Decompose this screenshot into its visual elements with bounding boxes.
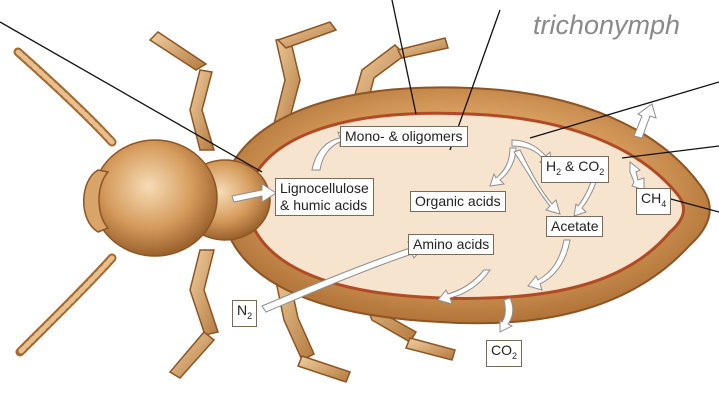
- label-amino-acids-text: Amino acids: [413, 236, 489, 252]
- label-lignocellulose-line1: Lignocellulose: [280, 180, 369, 197]
- label-mono-oligomers: Mono- & oligomers: [340, 126, 468, 147]
- label-co2-bottom-text: CO: [491, 342, 512, 358]
- label-acetate-text: Acetate: [551, 218, 598, 234]
- label-ch4-text: CH: [641, 190, 661, 206]
- antenna-upper: [18, 52, 112, 142]
- label-acetate: Acetate: [546, 216, 603, 237]
- antenna-lower: [20, 258, 112, 352]
- label-n2-text: N: [237, 302, 247, 318]
- label-co2-bottom-sub: 2: [512, 351, 517, 361]
- termite-head: [93, 140, 217, 256]
- label-mono-oligomers-text: Mono- & oligomers: [345, 128, 463, 144]
- label-lignocellulose: Lignocellulose & humic acids: [275, 178, 374, 216]
- label-organic-acids: Organic acids: [410, 191, 506, 212]
- label-co2-sub: 2: [599, 167, 604, 177]
- label-h2-text: H: [546, 158, 556, 174]
- label-co2-text: & CO: [561, 158, 599, 174]
- label-lignocellulose-line2: & humic acids: [280, 197, 369, 214]
- label-ch4: CH4: [636, 188, 671, 215]
- label-organic-acids-text: Organic acids: [415, 193, 501, 209]
- label-co2: CO2: [486, 340, 522, 367]
- label-n2-sub: 2: [247, 311, 252, 321]
- caption-trichonymph: trichonymph: [533, 10, 680, 41]
- label-ch4-sub: 4: [661, 199, 666, 209]
- label-n2: N2: [232, 300, 257, 327]
- label-amino-acids: Amino acids: [408, 234, 494, 255]
- label-h2-co2: H2 & CO2: [541, 156, 609, 183]
